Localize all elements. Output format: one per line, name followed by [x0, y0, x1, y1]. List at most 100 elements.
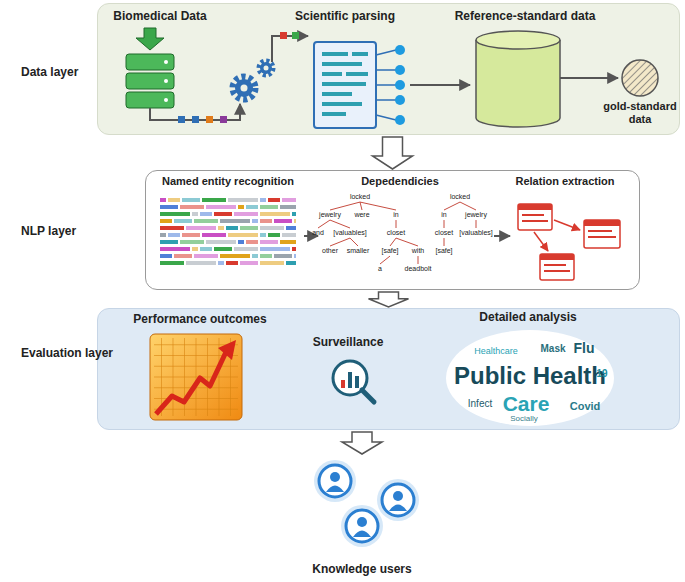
- ner-text-sample-part: [182, 233, 200, 237]
- relation-icon: [518, 204, 620, 280]
- dependency-word: [valuables]: [333, 229, 366, 237]
- cloud-word: Socially: [510, 414, 538, 423]
- document-icon-part: [346, 72, 368, 76]
- block-arrow: [373, 137, 413, 169]
- block-arrow: [369, 292, 409, 307]
- flow-line-part: [410, 84, 470, 86]
- ner-text-sample-part: [252, 219, 258, 223]
- ner-text-sample-part: [192, 212, 198, 216]
- server-icon-part: [164, 98, 168, 102]
- ner-text-sample-part: [168, 233, 180, 237]
- document-icon-part: [395, 45, 405, 55]
- relation-icon-part: [584, 220, 620, 248]
- dependency-word: in: [393, 211, 398, 219]
- document-icon-part: [376, 50, 396, 120]
- ner-text-sample-part: [194, 254, 218, 258]
- database-cylinder-part: [476, 31, 560, 49]
- flow-line-part: [280, 32, 287, 39]
- ner-text-sample-part: [246, 240, 258, 244]
- dependency-word: locked: [450, 193, 470, 201]
- performance-chart-part: [154, 377, 238, 378]
- performance-chart-part: [156, 352, 226, 414]
- server-icon-part: [126, 92, 174, 108]
- ner-text-sample-part: [218, 261, 224, 265]
- performance-chart-part: [207, 338, 208, 416]
- ner-text-sample-part: [280, 205, 296, 209]
- ner-text-sample-part: [292, 212, 296, 216]
- user-icons-part: [326, 486, 344, 493]
- ner-text-sample-part: [260, 240, 278, 244]
- ner-text-sample-part: [200, 247, 212, 251]
- cloud-word: Mask: [540, 343, 565, 355]
- dependency-word: closet: [387, 229, 405, 237]
- cloud-word: Healthcare: [474, 346, 518, 356]
- word-cloud-part: [446, 330, 614, 426]
- user-icons-part: [319, 465, 351, 497]
- relation-icon-part: [544, 264, 566, 266]
- ner-text-sample-part: [160, 212, 190, 216]
- flow-line-part: [272, 36, 308, 62]
- dependency-word: smaller: [347, 247, 370, 255]
- dependency-word: in: [441, 211, 446, 219]
- relation-icon-part: [584, 220, 620, 226]
- document-icon-part: [322, 92, 352, 96]
- dependency-word: with: [412, 247, 424, 255]
- group-label: Knowledge users: [297, 562, 427, 576]
- ner-text-sample-part: [192, 247, 198, 251]
- dependency-tree-part: [360, 202, 362, 210]
- server-icon-part: [164, 79, 168, 83]
- word-cloud: [446, 330, 614, 426]
- document-icon-part: [395, 95, 405, 105]
- ner-text-sample-part: [228, 233, 258, 237]
- document-icon-part: [322, 82, 366, 86]
- flow-line-part: [220, 116, 227, 123]
- cloud-word: Infect: [468, 398, 492, 410]
- ner-text-sample-part: [280, 240, 296, 244]
- performance-chart: [150, 334, 242, 420]
- user-icons-part: [382, 484, 414, 516]
- relation-icon-part: [534, 232, 548, 251]
- ner-text-sample-part: [174, 254, 192, 258]
- ner-text-sample-part: [260, 226, 284, 230]
- gear-icon-part: [260, 62, 272, 74]
- relation-icon-part: [540, 254, 574, 280]
- dependency-tree-part: [396, 238, 418, 246]
- ner-text-sample-part: [292, 247, 296, 251]
- server-icon-part: [126, 54, 174, 70]
- dependency-word: were: [354, 211, 369, 219]
- ner-text-sample-part: [180, 205, 204, 209]
- database-cylinder: [476, 31, 560, 127]
- dependency-word: jewelry: [319, 211, 341, 219]
- section-title: Scientific parsing: [295, 10, 395, 24]
- section-title: Relation extraction: [515, 175, 614, 188]
- ner-text-sample-part: [260, 233, 266, 237]
- gear-icon-part: [264, 66, 269, 71]
- ner-text-sample-part: [260, 247, 290, 251]
- ner-text-sample-part: [220, 254, 250, 258]
- document-icon: [314, 42, 405, 128]
- ner-text-sample-part: [226, 226, 238, 230]
- ner-text-sample-part: [160, 240, 178, 244]
- flow-line-part: [192, 116, 199, 123]
- dependency-word: and: [312, 229, 324, 237]
- magnifier-icon-part: [362, 390, 374, 402]
- server-icon-part: [164, 60, 168, 64]
- document-icon-part: [314, 42, 376, 128]
- ner-text-sample-part: [206, 240, 236, 244]
- dependency-word: closet: [435, 229, 453, 237]
- dependency-tree-part: [444, 220, 445, 228]
- gear-icon-part: [259, 61, 273, 75]
- ner-text-sample-part: [260, 219, 272, 223]
- layer-heading: NLP layer: [21, 224, 76, 238]
- ner-text-sample-part: [294, 219, 296, 223]
- dependency-word: locked: [350, 193, 370, 201]
- database-cylinder-part: [476, 40, 560, 127]
- dependency-tree-part: [330, 238, 350, 246]
- ner-text-sample-part: [220, 219, 250, 223]
- dependency-tree-part: [444, 238, 445, 246]
- user-icons: [314, 460, 419, 547]
- ner-text-sample-part: [240, 226, 258, 230]
- relation-icon-part: [588, 230, 612, 232]
- dependency-tree-part: [330, 202, 360, 210]
- gold-standard-disk-part: [622, 60, 658, 96]
